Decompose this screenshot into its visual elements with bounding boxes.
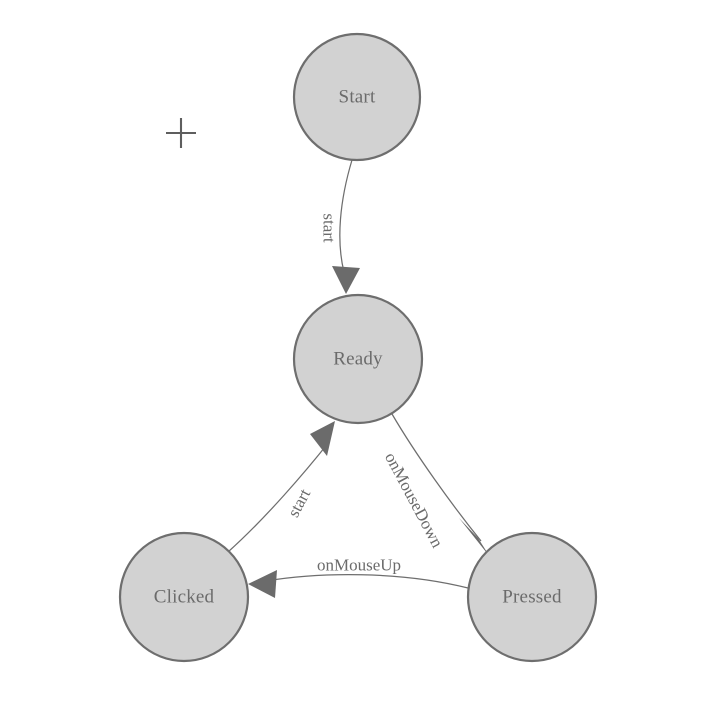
state-node-start-label: Start <box>339 87 376 108</box>
transition-label-pressed-to-clicked: onMouseUp <box>317 556 401 575</box>
transition-pressed-to-clicked[interactable]: onMouseUp <box>248 556 469 599</box>
transition-label-start-to-ready: start <box>320 213 339 243</box>
state-node-pressed-label: Pressed <box>502 587 562 608</box>
transition-start-to-ready-arrowhead <box>332 266 360 294</box>
state-node-clicked[interactable]: Clicked <box>118 531 250 663</box>
state-node-ready-label: Ready <box>333 349 383 370</box>
transition-label-ready-to-pressed: onMouseDown <box>381 449 447 551</box>
state-node-start-circle[interactable] <box>292 32 422 162</box>
state-node-pressed[interactable]: Pressed <box>466 531 598 663</box>
transition-ready-to-pressed-arrowhead <box>459 518 490 557</box>
transition-clicked-to-ready[interactable]: start <box>227 421 335 553</box>
plus-marker-icon <box>166 118 196 148</box>
transition-clicked-to-ready-path[interactable] <box>227 441 330 553</box>
state-node-clicked-label: Clicked <box>154 587 215 608</box>
transition-pressed-to-clicked-arrowhead <box>248 570 277 598</box>
transition-start-to-ready-path[interactable] <box>339 159 353 273</box>
state-node-clicked-circle[interactable] <box>118 531 250 663</box>
transition-start-to-ready[interactable]: start <box>320 159 361 294</box>
transition-ready-to-pressed[interactable]: onMouseDown <box>381 413 490 557</box>
transition-pressed-to-clicked-path[interactable] <box>265 574 469 589</box>
transition-clicked-to-ready-arrowhead <box>310 421 335 456</box>
state-node-ready[interactable]: Ready <box>292 293 424 425</box>
transition-ready-to-pressed-path[interactable] <box>391 413 482 542</box>
state-node-pressed-circle[interactable] <box>466 531 598 663</box>
state-node-ready-circle[interactable] <box>292 293 424 425</box>
state-node-start[interactable]: Start <box>292 32 422 162</box>
